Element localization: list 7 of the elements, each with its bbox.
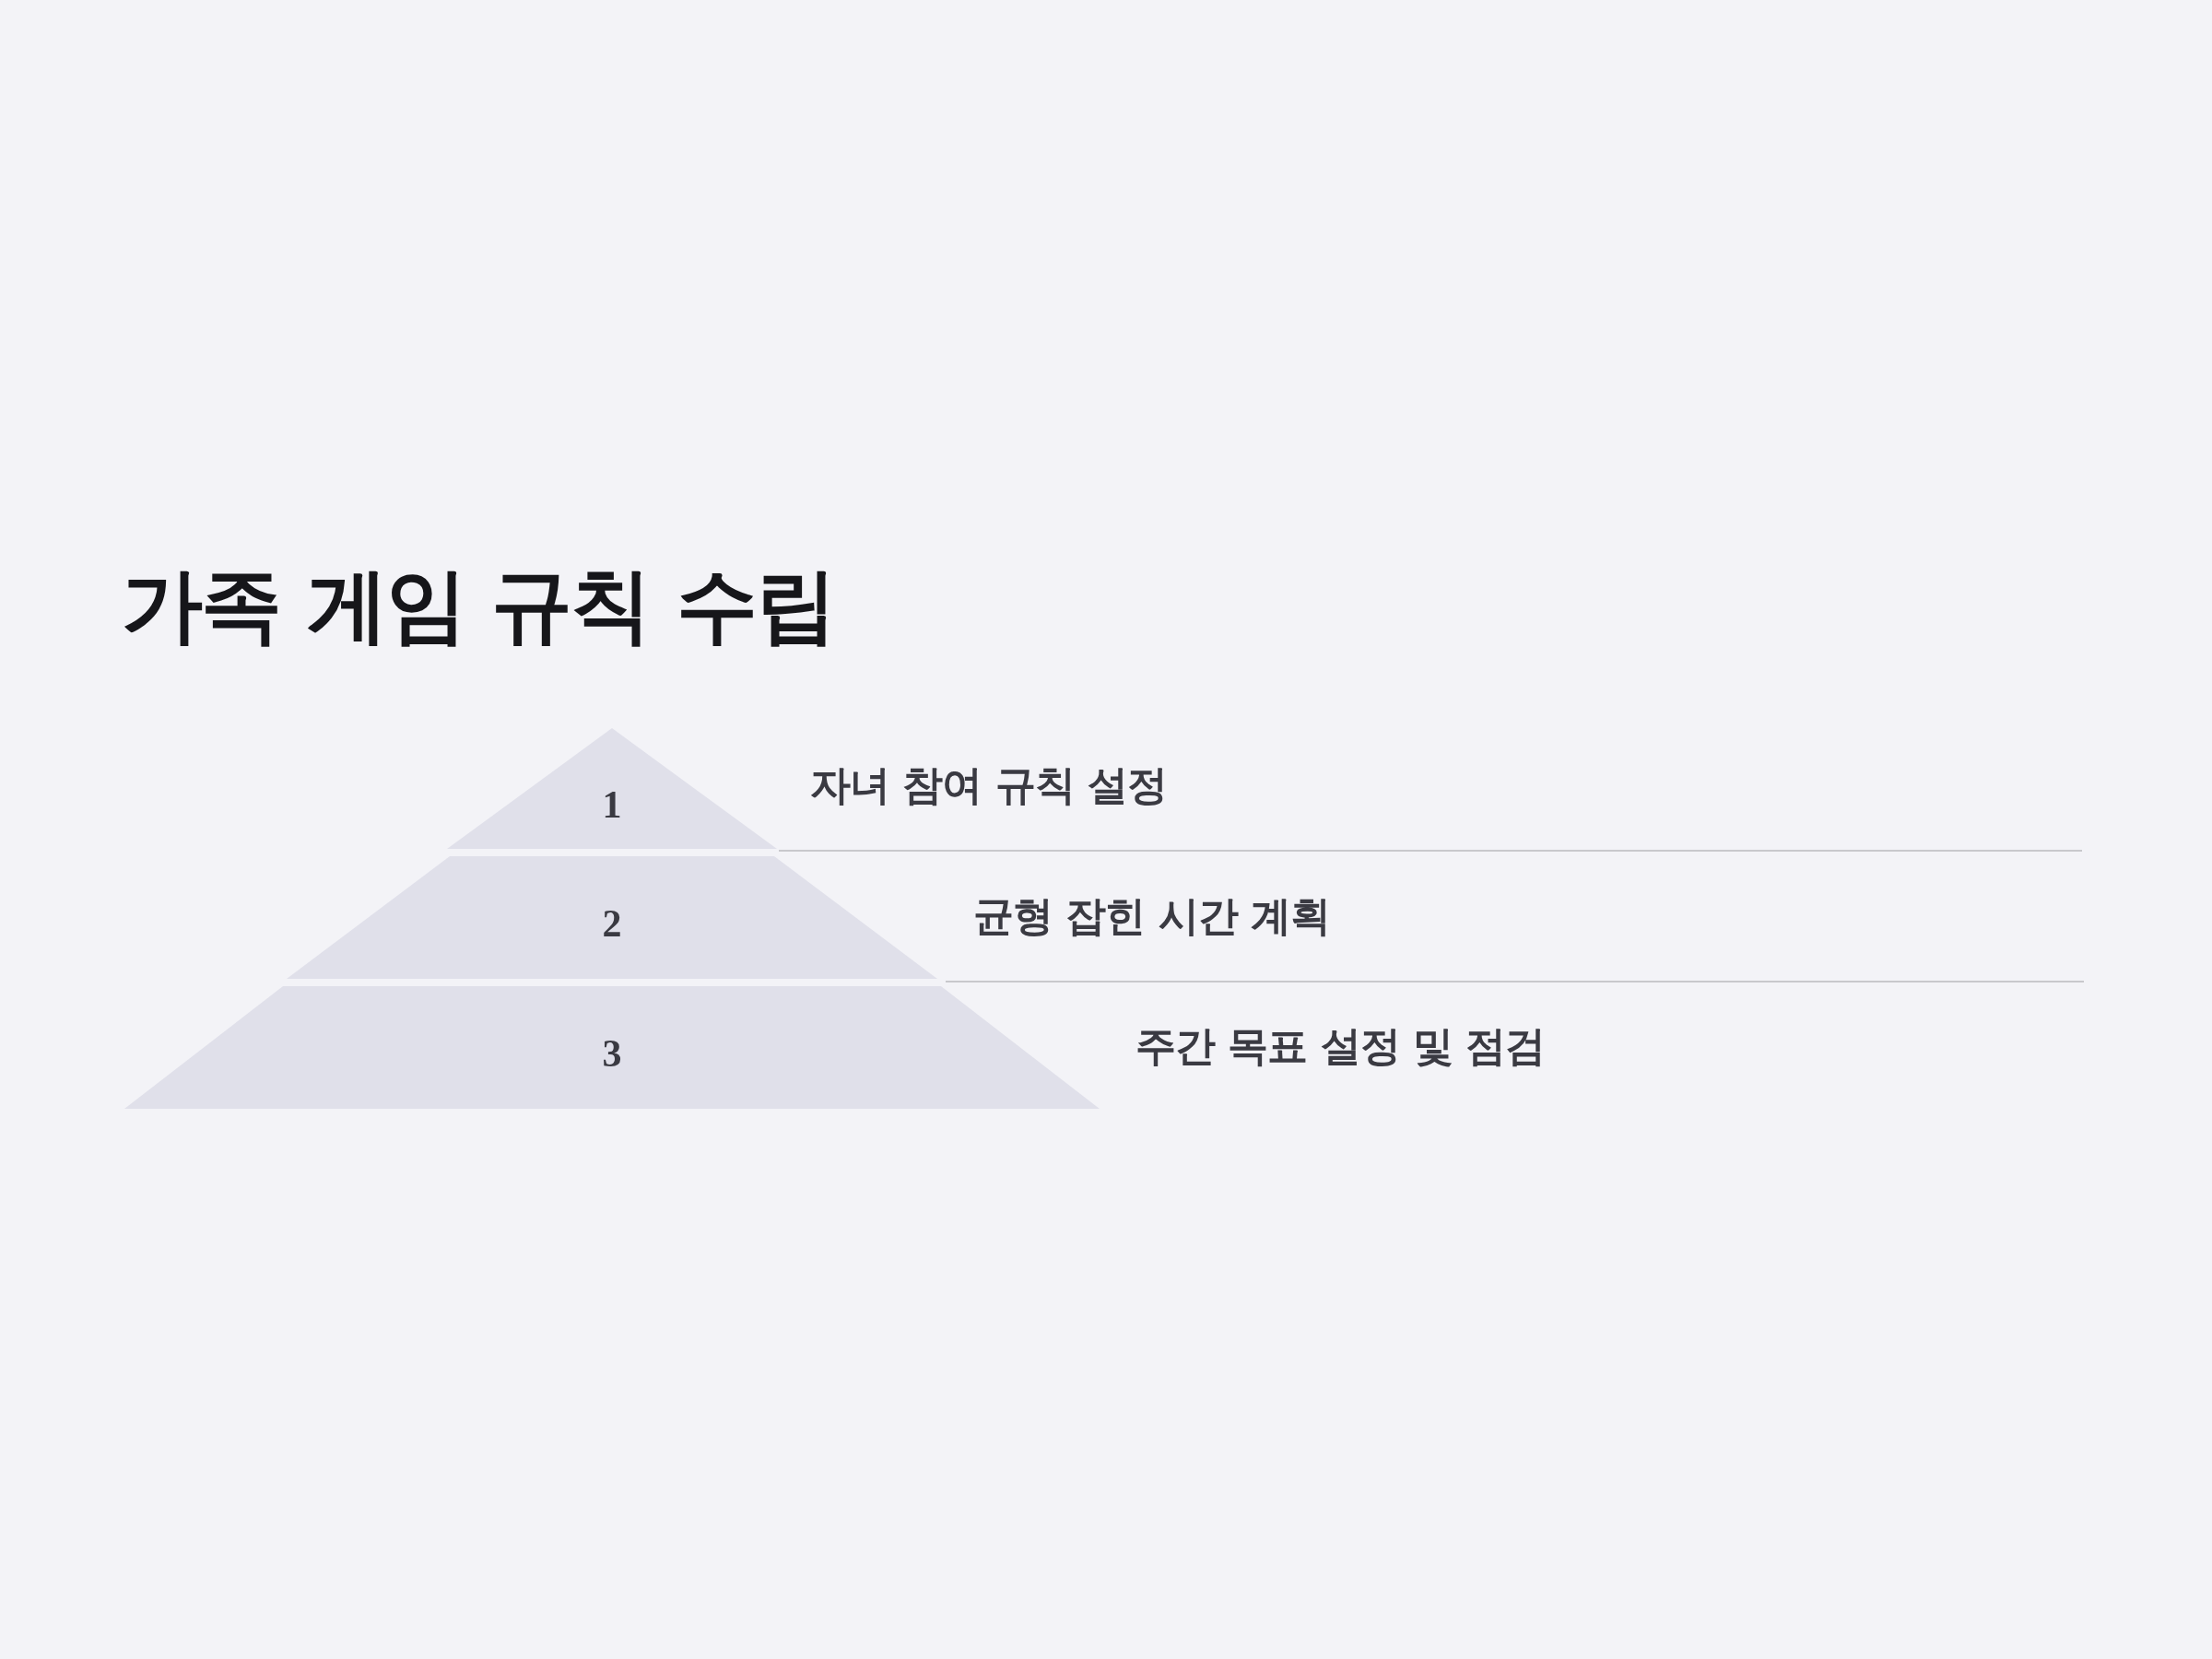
title: 가족 게임 규칙 수립 <box>122 557 835 654</box>
tier-label: 균형 잡힌 시간 계획 <box>973 890 1330 940</box>
tier-number: 1 <box>602 782 622 827</box>
tier-label: 주간 목표 설정 및 점검 <box>1135 1020 1546 1070</box>
tier-number: 3 <box>602 1031 622 1077</box>
tier-number: 2 <box>602 901 622 947</box>
tier-label: 자녀 참여 규칙 설정 <box>810 759 1167 810</box>
